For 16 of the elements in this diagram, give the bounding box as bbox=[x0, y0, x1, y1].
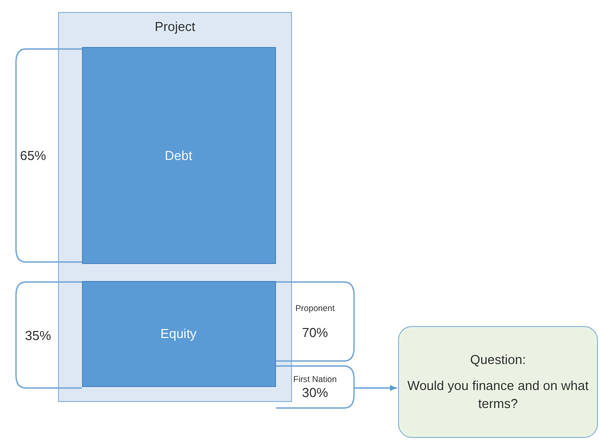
arrow bbox=[354, 385, 397, 391]
percentage-label: 35% bbox=[24, 328, 52, 342]
percentage-label: 65% bbox=[20, 148, 46, 163]
segment-label: Debt bbox=[164, 148, 192, 162]
bracket-label: First Nation bbox=[293, 374, 337, 384]
segment-label: Equity bbox=[160, 326, 197, 341]
stack-bar-segment bbox=[82, 280, 276, 386]
stack-bar-segment bbox=[82, 46, 276, 264]
question-callout bbox=[398, 326, 598, 438]
percentage-label: 30% bbox=[302, 385, 328, 400]
callout-text: Would you finance and on what terms? bbox=[407, 376, 589, 412]
panel-title: Project bbox=[154, 19, 196, 35]
callout-heading: Question: bbox=[470, 352, 526, 367]
percentage-label: 70% bbox=[302, 325, 328, 340]
project-panel bbox=[58, 12, 292, 402]
bracket-label: Proponent bbox=[295, 303, 335, 313]
